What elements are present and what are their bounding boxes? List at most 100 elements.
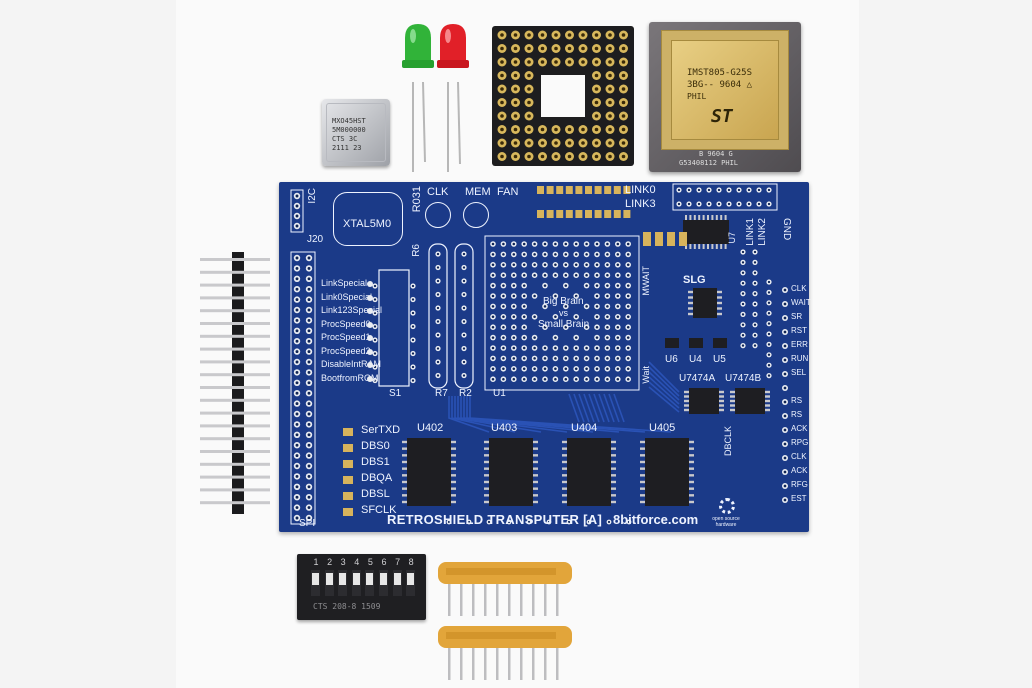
socket-hole [567,127,572,132]
pcb-hole [783,470,787,474]
pcb-hole [491,284,495,287]
pcb-hole [554,315,557,319]
pcb-hole [502,242,505,246]
pcb-hole [564,357,568,360]
socket-hole [500,127,504,132]
pcb-hole [307,412,311,416]
smd-pad [565,210,573,218]
socket-hole [527,73,531,78]
pcb-hole [462,347,466,350]
switch-label: BootfromROM [321,372,379,383]
ic-pin [689,460,694,464]
pcb-hole [707,202,711,206]
pcb-hole [741,261,745,264]
ic-pin [711,244,714,249]
pcb-hole [512,346,516,350]
dip-number: 5 [367,557,373,567]
pcb-hole [616,253,620,256]
ic-pin [562,474,567,477]
pcb-trace [469,396,672,433]
u7474a-label: U7474A [679,373,716,384]
pcb-trace [648,361,680,393]
ic-pin [640,454,645,457]
pcb-hole [564,325,568,329]
pcb-hole [411,379,415,382]
pcb-hole [543,263,547,267]
osc-line3: CTS 3C [332,135,358,143]
pcb-hole [585,346,588,350]
ic-pin [720,244,723,249]
cpu-line4: B 9604 G [699,150,733,158]
header-body [232,252,244,514]
pcb-hole [564,346,568,350]
ic-pin [730,390,735,394]
pcb-hole [783,288,787,292]
smd-pad [594,186,602,194]
pcb-hole [502,367,505,371]
u402-chip [407,438,451,506]
ic-pin [562,454,567,457]
socket-hole [513,60,518,64]
link1-label: LINK1 [745,218,756,246]
pcb-hole [606,305,609,308]
pcb-hole [616,336,620,339]
pcb-hole [307,360,311,364]
sip-lead [448,580,451,616]
socket-hole [594,100,599,105]
sip-lead [520,580,523,616]
pcb-hole [697,202,701,206]
pcb-hole [753,282,757,285]
u402-label: U402 [417,422,444,434]
pcb-hole [411,325,415,328]
pcb-hole [295,443,299,447]
ic-pin [719,404,724,407]
ic-pin [730,404,735,407]
debug-label: DBS1 [361,456,390,468]
pcb-trace [573,393,585,423]
pcb-hole [462,252,466,256]
socket-hole [540,33,545,37]
ic-pin [715,215,718,220]
pcb-hole [436,293,440,296]
ic-pin [484,454,489,457]
ic-pin [724,215,727,220]
pcb-hole [626,357,630,360]
header-pin [200,258,270,261]
slg-chip [693,288,717,318]
socket-hole [554,141,558,145]
ic-pin [640,480,645,484]
sip-lead [556,580,559,616]
pcb-hole [436,374,440,377]
socket-hole [500,114,504,118]
ic-pin [765,404,770,407]
pcb-hole [462,374,466,377]
pcb-hole [462,266,466,269]
pcb-hole [574,242,578,246]
u4-label: U4 [689,354,702,365]
header-pin [200,488,270,492]
ic-pin [402,494,407,497]
pcb-hole [564,242,568,246]
socket-hole [554,46,558,51]
pcb-hole [767,202,771,206]
edge-pin-label: CLK [791,284,807,293]
pcb-hole [502,284,505,287]
pcb-hole [543,284,547,287]
debug-label: DBS0 [361,440,390,452]
pcb-hole [502,325,505,329]
header-pin [200,437,270,441]
smd-pad [556,186,564,194]
ic-pin [402,474,407,477]
ic-pin [402,480,407,484]
mwait-label: MWAIT [641,266,651,296]
pcb-hole [533,315,536,319]
pcb-hole [783,316,787,320]
pcb-hole [543,325,547,329]
ic-pin [484,494,489,497]
pcb-trace [648,381,680,409]
pcb-hole [295,256,299,260]
pcb-hole [783,386,787,390]
edge-pin-label: CLK [791,452,807,461]
ic-pin [611,447,616,450]
dip-lever-knob [380,573,387,585]
